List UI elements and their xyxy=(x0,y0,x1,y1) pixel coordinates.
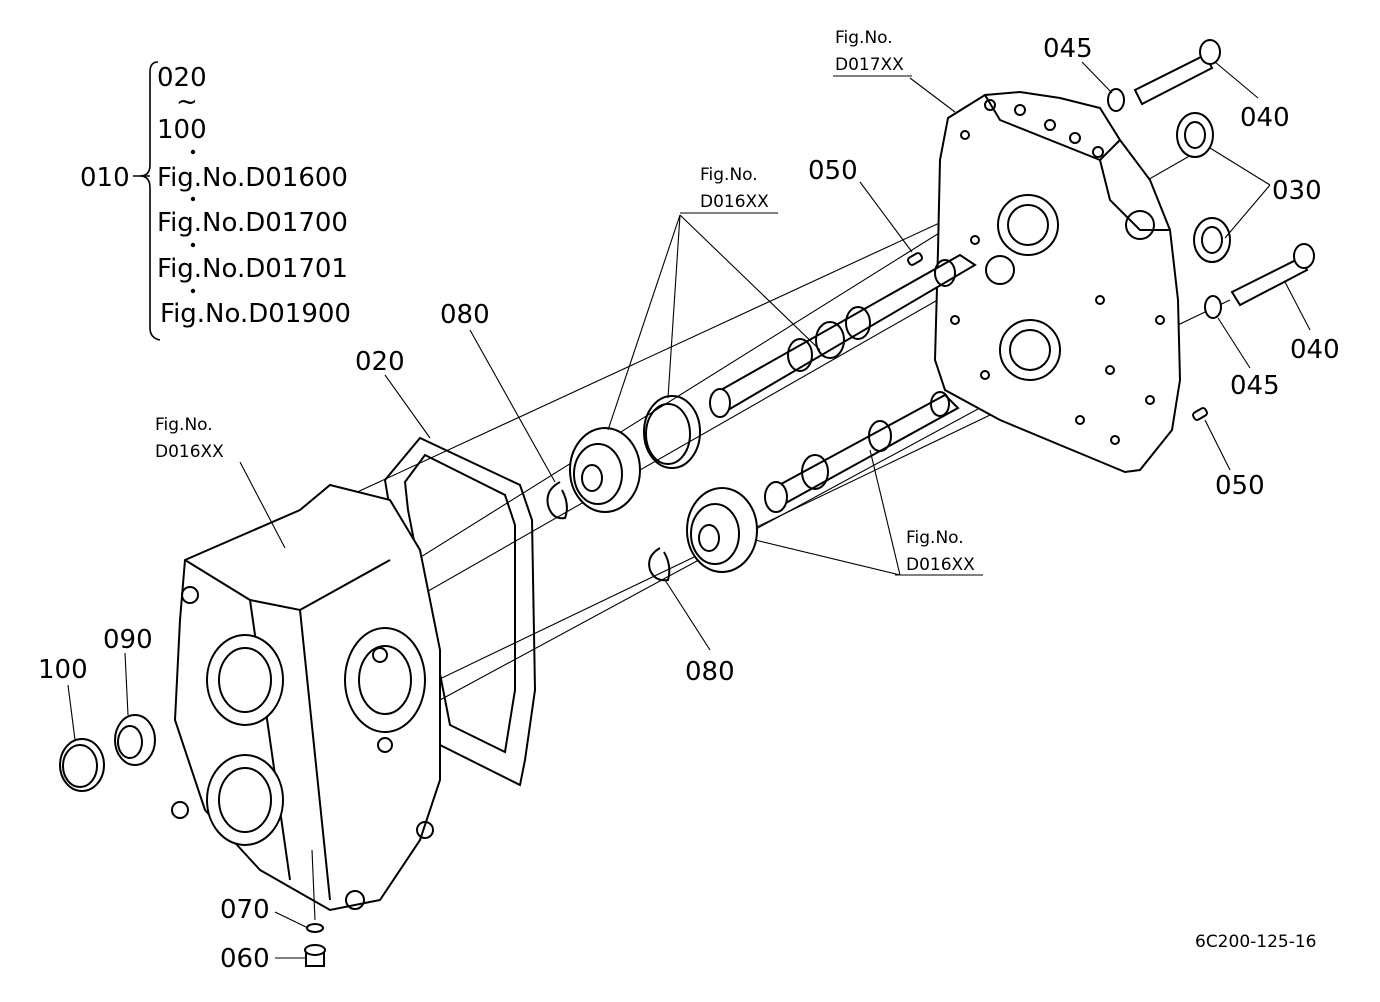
label-045-top: 045 xyxy=(1043,34,1093,64)
figref-d017-line2: D017XX xyxy=(835,55,904,75)
figref-d016-right-line2: D016XX xyxy=(906,555,975,575)
group-line-5: Fig.No.D01701 xyxy=(157,254,348,284)
part-labels: 045 040 030 040 045 050 050 080 080 020 … xyxy=(38,34,1340,974)
label-040-right: 040 xyxy=(1290,335,1340,365)
figref-d016-top: Fig.No. D016XX xyxy=(680,165,778,214)
figref-d016-left-line1: Fig.No. xyxy=(155,415,213,435)
label-050-right: 050 xyxy=(1215,471,1265,501)
figref-d016-right-line1: Fig.No. xyxy=(906,528,964,548)
oil-seals xyxy=(1176,112,1231,263)
group-line-tilde: ~ xyxy=(176,87,198,117)
lower-shaft xyxy=(764,391,960,513)
leader-lines xyxy=(67,61,1311,959)
group-line-3: Fig.No.D01600 xyxy=(157,163,348,193)
label-080-bottom: 080 xyxy=(685,657,735,687)
group-bracket: 010 020 ~ 100 Fig.No.D01600 Fig.No.D0170… xyxy=(80,61,351,341)
label-090: 090 xyxy=(103,625,153,655)
label-080-top: 080 xyxy=(440,300,490,330)
group-id-label: 010 xyxy=(80,163,130,193)
bolts-and-washers xyxy=(1107,39,1315,319)
label-100: 100 xyxy=(38,655,88,685)
figref-d017-line1: Fig.No. xyxy=(835,28,893,48)
label-040-top: 040 xyxy=(1240,103,1290,133)
group-line-1: 020 xyxy=(157,63,207,93)
figref-d016-right: Fig.No. D016XX xyxy=(895,528,983,576)
figref-d016-top-line1: Fig.No. xyxy=(700,165,758,185)
label-020: 020 xyxy=(355,347,405,377)
drawing-reference: 6C200-125-16 xyxy=(1195,932,1316,952)
front-case xyxy=(171,483,441,912)
label-070: 070 xyxy=(220,895,270,925)
upper-bearing xyxy=(569,427,641,513)
figref-d016-top-line2: D016XX xyxy=(700,192,769,212)
figref-d017: Fig.No. D017XX xyxy=(833,28,912,77)
upper-shaft xyxy=(709,253,977,418)
dowel-pins xyxy=(907,252,1208,421)
snap-rings xyxy=(546,395,701,582)
figref-d016-left-line2: D016XX xyxy=(155,442,224,462)
label-050-top: 050 xyxy=(808,156,858,186)
rear-case xyxy=(933,90,1182,474)
label-030: 030 xyxy=(1272,176,1322,206)
group-line-2: 100 xyxy=(157,115,207,145)
lower-bearing xyxy=(686,487,758,573)
group-line-6: Fig.No.D01900 xyxy=(160,299,351,329)
group-line-4: Fig.No.D01700 xyxy=(157,208,348,238)
label-045-right: 045 xyxy=(1230,371,1280,401)
figref-d016-left: Fig.No. D016XX xyxy=(155,415,224,462)
label-060: 060 xyxy=(220,944,270,974)
front-seal-and-circlip xyxy=(59,714,156,792)
